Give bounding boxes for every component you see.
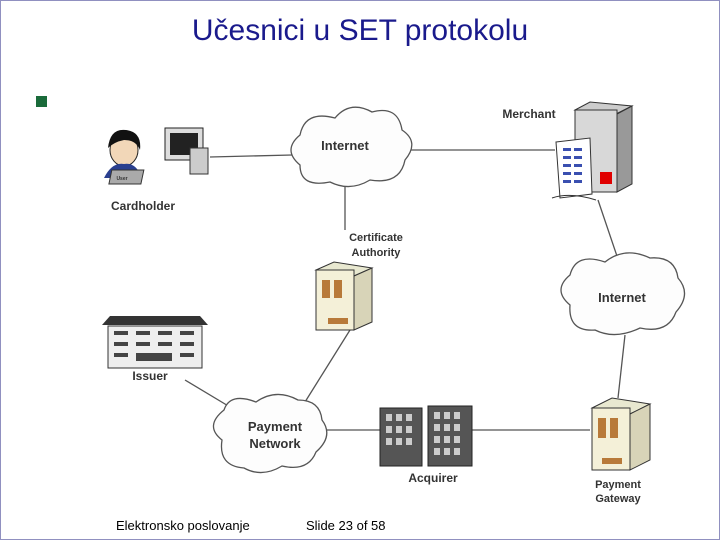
internet-top-label: Internet bbox=[321, 138, 369, 153]
internet-right-label: Internet bbox=[598, 290, 646, 305]
user-small-label: User bbox=[116, 176, 127, 182]
payment-gateway-label-line2: Gateway bbox=[595, 493, 641, 505]
internet-cloud-right bbox=[560, 252, 686, 336]
issuer-building-icon bbox=[102, 316, 208, 369]
payment-network-cloud bbox=[212, 393, 328, 474]
bullet-marker bbox=[36, 96, 47, 107]
ca-server-icon bbox=[314, 261, 374, 331]
link-internet2-gateway bbox=[617, 334, 626, 399]
acquirer-label: Acquirer bbox=[408, 471, 458, 485]
slide-title: Učesnici u SET protokolu bbox=[191, 14, 529, 47]
link-merchant-internet2 bbox=[597, 199, 621, 266]
link-cardholder-internet bbox=[209, 154, 293, 158]
internet-cloud-top bbox=[290, 106, 413, 188]
payment-network-label-line1: Payment bbox=[248, 419, 303, 434]
payment-gateway-label-line1: Payment bbox=[595, 479, 641, 491]
merchant-label: Merchant bbox=[502, 107, 555, 121]
connection-lines bbox=[184, 149, 626, 431]
ca-label-line2: Authority bbox=[352, 247, 402, 259]
cardholder-icon bbox=[104, 127, 209, 185]
footer-course-name: Elektronsko poslovanje bbox=[116, 518, 250, 533]
payment-gateway-server-icon bbox=[590, 397, 652, 471]
payment-network-label-line2: Network bbox=[249, 436, 301, 451]
ca-label-line1: Certificate bbox=[349, 232, 403, 244]
cardholder-label: Cardholder bbox=[111, 199, 175, 213]
merchant-server-icon bbox=[551, 101, 634, 201]
footer-slide-number: Slide 23 of 58 bbox=[306, 518, 386, 533]
issuer-label: Issuer bbox=[132, 369, 168, 383]
link-ca-paymentnetwork bbox=[304, 329, 351, 403]
acquirer-building-icon bbox=[379, 405, 473, 467]
